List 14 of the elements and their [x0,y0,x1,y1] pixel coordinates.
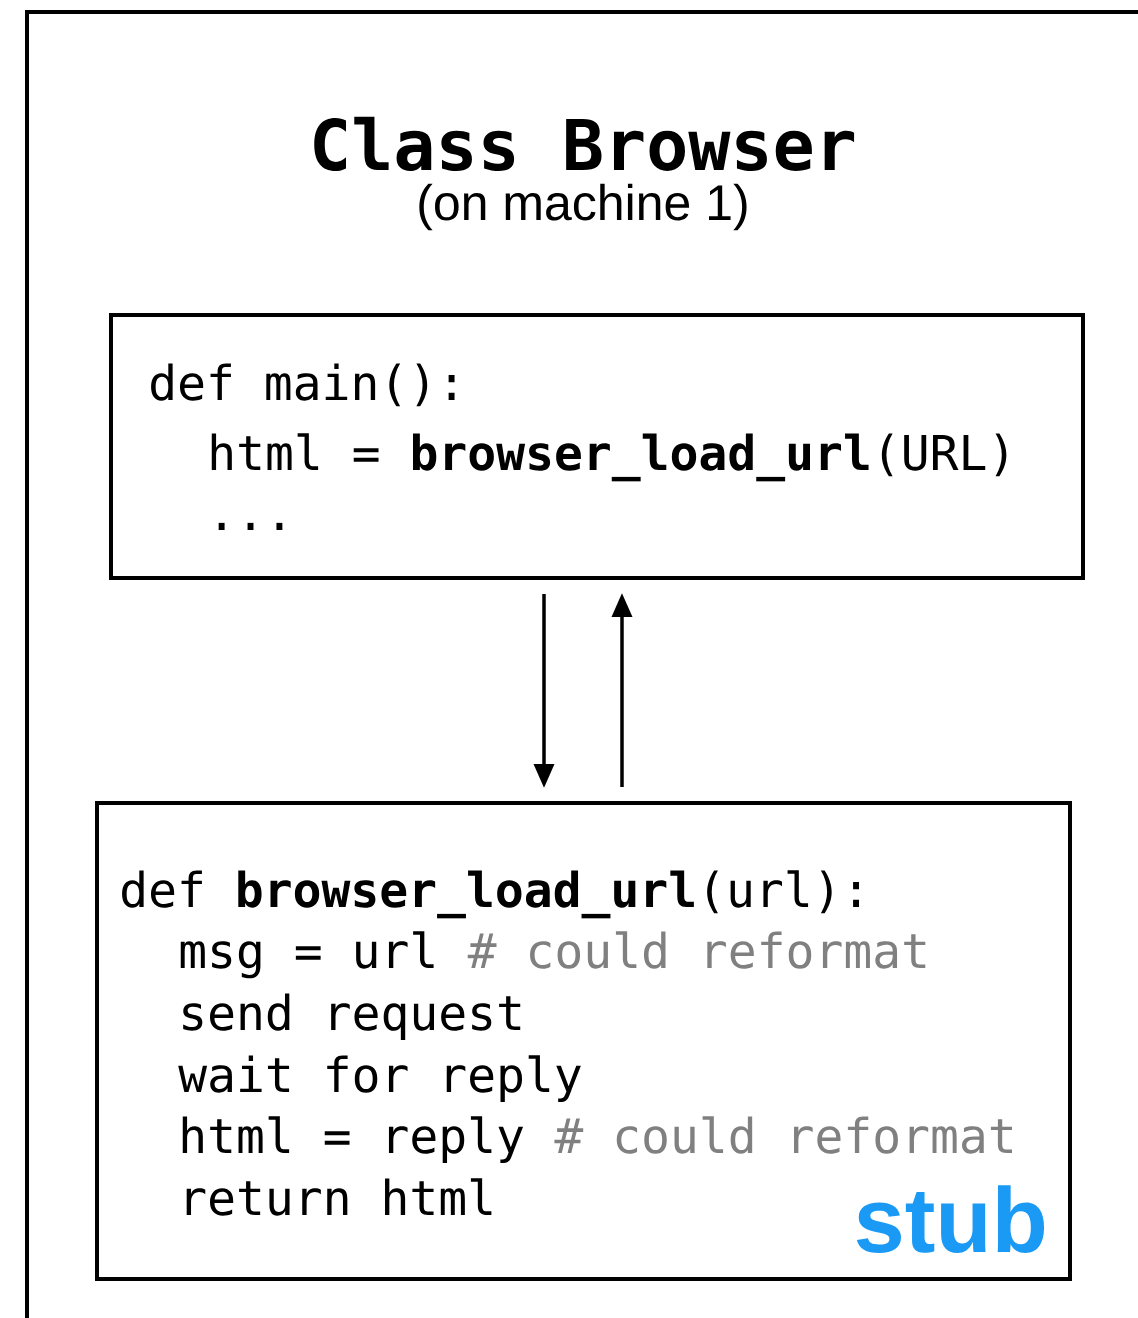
title: Class Browser [314,116,855,171]
code-line: wait for reply [178,1055,581,1102]
stub-label: stub [856,1185,1045,1253]
code-line: html = reply [182,1116,524,1163]
subtitle: (on machine 1) [419,183,747,231]
code-line: def main(): [151,363,455,407]
code-line: html = browser_load_url(URL) [211,433,1007,482]
code-line: ... [218,522,283,530]
code-line: send request [183,993,521,1041]
code-comment: # could reformat [554,1116,1012,1154]
code-line: def browser_load_url(url): [122,870,859,919]
code-line: return html [186,1178,492,1216]
code-line: msg = url [180,931,434,979]
code-comment: # could reformat [467,931,926,969]
